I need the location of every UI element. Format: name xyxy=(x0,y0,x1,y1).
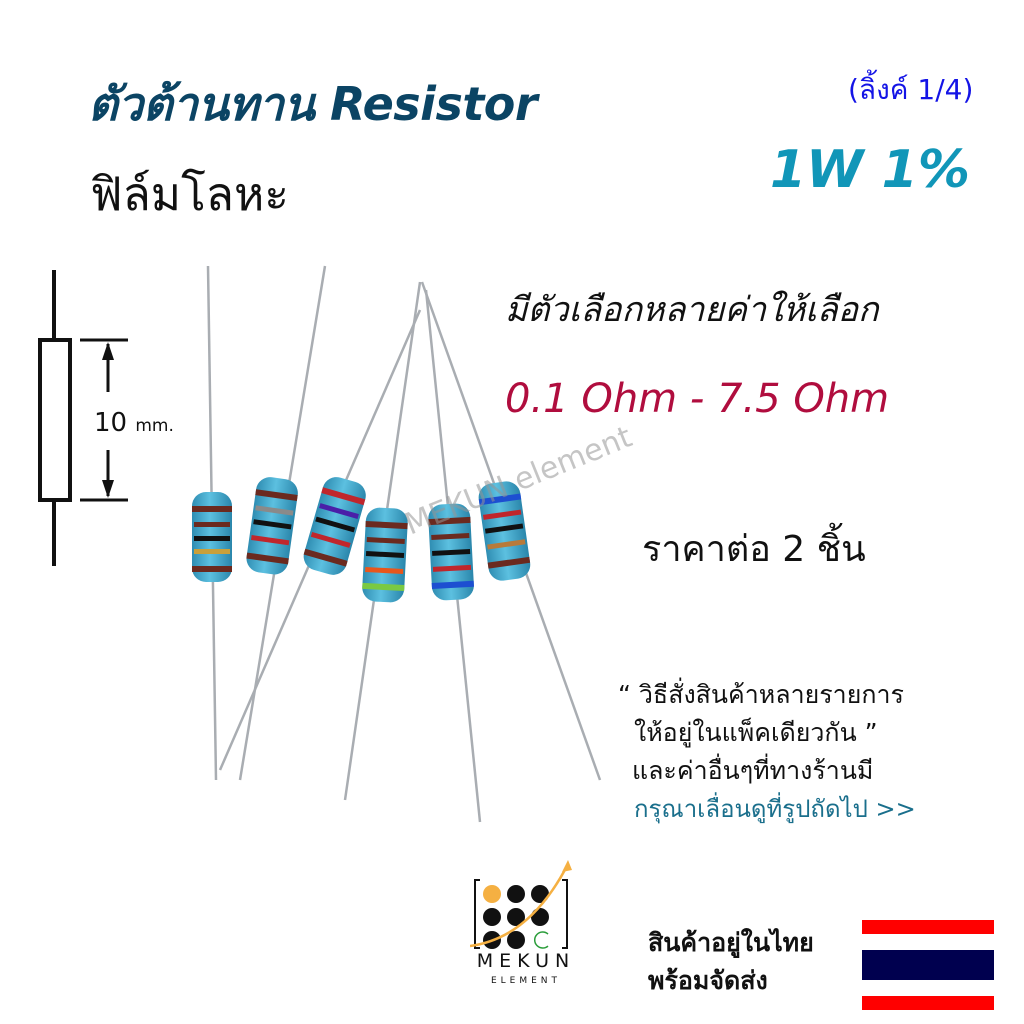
dimension-label: 10 mm. xyxy=(94,408,174,438)
brand-sub: ELEMENT xyxy=(490,976,562,986)
shipping-line-1: สินค้าอยู่ในไทย xyxy=(648,928,814,957)
resistor-2 xyxy=(246,477,298,575)
order-note: “ วิธีสั่งสินค้าหลายรายการ ให้อยู่ในแพ็ค… xyxy=(618,676,916,828)
resistor-dimension-diagram-icon xyxy=(38,270,128,566)
shipping-info: สินค้าอยู่ในไทย พร้อมจัดส่ง xyxy=(648,924,814,1000)
resistance-range: 0.1 Ohm - 7.5 Ohm xyxy=(505,376,890,422)
brand-name: MEKUN xyxy=(476,950,576,972)
resistor-3 xyxy=(303,477,366,575)
dimension-unit: mm. xyxy=(135,416,174,436)
product-title: ตัวต้านทาน Resistor xyxy=(88,77,538,131)
resistor-4 xyxy=(362,507,408,603)
power-tolerance-spec: 1W 1% xyxy=(770,140,970,200)
options-text: มีตัวเลือกหลายค่าให้เลือก xyxy=(505,290,879,330)
note-line-1: “ วิธีสั่งสินค้าหลายรายการ xyxy=(618,680,904,709)
resistor-5 xyxy=(428,503,474,601)
mekun-logo-icon xyxy=(470,860,572,949)
thai-flag-icon xyxy=(862,920,994,1010)
link-page-label: (ลิ้งค์ 1/4) xyxy=(848,73,974,106)
note-line-2: ให้อยู่ในแพ็คเดียวกัน ” xyxy=(634,718,878,747)
product-subtitle: ฟิล์มโลหะ xyxy=(90,167,290,221)
next-image-link[interactable]: กรุณาเลื่อนดูที่รูปถัดไป >> xyxy=(634,795,916,823)
resistor-1 xyxy=(192,492,232,582)
note-line-3: และค่าอื่นๆที่ทางร้านมี xyxy=(632,756,874,785)
shipping-line-2: พร้อมจัดส่ง xyxy=(648,966,768,995)
resistors-photo xyxy=(192,265,602,823)
resistor-6 xyxy=(478,481,531,581)
price-unit-text: ราคาต่อ 2 ชิ้น xyxy=(642,529,866,570)
dimension-value: 10 xyxy=(94,408,128,438)
